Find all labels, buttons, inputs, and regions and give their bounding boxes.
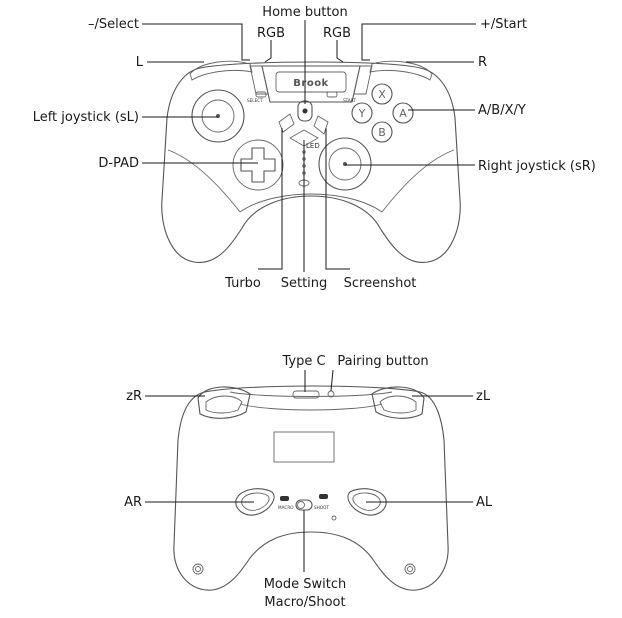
label-screenshot: Screenshot <box>344 276 417 291</box>
front-button-x-label: X <box>378 88 386 101</box>
label-abxy: A/B/X/Y <box>478 103 526 118</box>
front-controller: Brook SELECT START LED <box>161 60 461 263</box>
leader-pairing <box>330 369 334 392</box>
label-turbo: Turbo <box>224 276 261 291</box>
front-home-dot <box>302 108 308 114</box>
label-type-c: Type C <box>281 354 325 369</box>
label-l: L <box>136 55 144 70</box>
label-setting: Setting <box>281 276 328 291</box>
label-ar: AR <box>124 495 142 510</box>
leader-rgb-left <box>264 40 272 63</box>
label-rgb-left: RGB <box>257 26 285 41</box>
front-button-b-label: B <box>378 126 386 139</box>
label-zl: zL <box>476 389 491 404</box>
back-screw-right-inner <box>407 566 413 572</box>
front-labels: –/Select Home button +/Start RGB RGB L R… <box>33 5 596 291</box>
back-al-paddle-inner <box>352 492 381 511</box>
leader-start <box>361 23 476 61</box>
front-right-joystick-base <box>318 137 372 191</box>
label-rgb-right: RGB <box>323 26 351 41</box>
back-shoot-small-text: SHOOT <box>314 505 329 510</box>
label-home-button: Home button <box>262 5 347 20</box>
back-zr-trigger-inner <box>205 395 243 414</box>
front-bottom-contour <box>239 193 383 213</box>
front-left-joystick-cap <box>201 99 235 133</box>
back-screw-right <box>404 563 416 575</box>
label-dpad: D-PAD <box>98 156 139 171</box>
back-mode-switch <box>295 499 313 511</box>
leader-screenshot <box>325 128 350 270</box>
leader-turbo <box>258 128 283 270</box>
label-macro-shoot: Macro/Shoot <box>264 595 345 610</box>
back-macro-small-text: MACRO <box>278 505 294 510</box>
front-button-y <box>351 102 373 124</box>
label-al: AL <box>476 495 493 510</box>
front-left-grip-line <box>167 149 241 213</box>
front-start-button <box>326 91 338 98</box>
front-brand-plate <box>275 71 347 93</box>
back-screw-left <box>192 563 204 575</box>
leader-rgb-right <box>336 40 344 63</box>
back-labels: Type C Pairing button zR zL AR AL Mode S… <box>124 354 493 610</box>
back-mode-switch-knob <box>297 501 305 509</box>
front-body-outline <box>161 61 461 263</box>
back-controller: MACRO SHOOT <box>173 385 449 591</box>
back-leader-lines <box>145 369 473 572</box>
front-rgb-right <box>353 65 373 95</box>
front-button-x <box>371 83 393 105</box>
label-left-joystick: Left joystick (sL) <box>33 110 139 125</box>
back-ar-paddle <box>235 488 275 516</box>
back-body-outline <box>173 385 449 591</box>
back-al-paddle <box>347 488 387 516</box>
leader-select <box>142 23 250 61</box>
label-pairing-button: Pairing button <box>337 354 428 369</box>
back-screw-left-inner <box>195 566 201 572</box>
front-right-joystick-cap <box>328 147 362 181</box>
back-reset-hole <box>331 515 337 521</box>
front-button-y-label: Y <box>358 107 366 120</box>
front-rgb-left <box>249 65 269 95</box>
front-r-bumper <box>369 60 433 81</box>
back-label-window <box>273 431 335 463</box>
label-mode-switch: Mode Switch <box>264 577 347 592</box>
front-left-joystick-base <box>191 89 245 143</box>
front-select-small-text: SELECT <box>247 98 263 103</box>
front-start-small-text: START <box>343 98 356 103</box>
front-l-bumper <box>189 60 253 81</box>
front-button-b <box>371 121 393 143</box>
front-dpad <box>240 147 276 183</box>
front-button-a-label: A <box>399 107 407 120</box>
label-select: –/Select <box>88 17 139 32</box>
label-r: R <box>478 55 487 70</box>
front-screenshot-button <box>313 115 329 135</box>
front-leader-lines <box>142 20 476 272</box>
back-ar-icon <box>280 496 289 501</box>
label-zr: zR <box>126 389 142 404</box>
front-button-a <box>392 102 414 124</box>
front-select-button <box>255 91 267 98</box>
front-setting-button <box>289 129 319 147</box>
back-al-icon <box>319 494 328 499</box>
front-right-grip-line <box>381 149 455 213</box>
back-type-c-port <box>292 390 320 399</box>
back-top-band <box>229 391 393 397</box>
back-ar-paddle-inner <box>241 492 270 511</box>
back-zl-trigger <box>371 386 425 419</box>
back-top-band-2 <box>239 403 383 411</box>
back-zl-trigger-inner <box>379 395 417 414</box>
back-zr-trigger <box>197 386 251 419</box>
label-right-joystick: Right joystick (sR) <box>478 159 596 174</box>
front-led-label: LED <box>306 142 320 150</box>
front-turbo-button <box>278 113 295 133</box>
label-start: +/Start <box>480 17 527 32</box>
front-dpad-ring <box>232 139 284 191</box>
front-brand-logo: Brook <box>293 78 328 89</box>
